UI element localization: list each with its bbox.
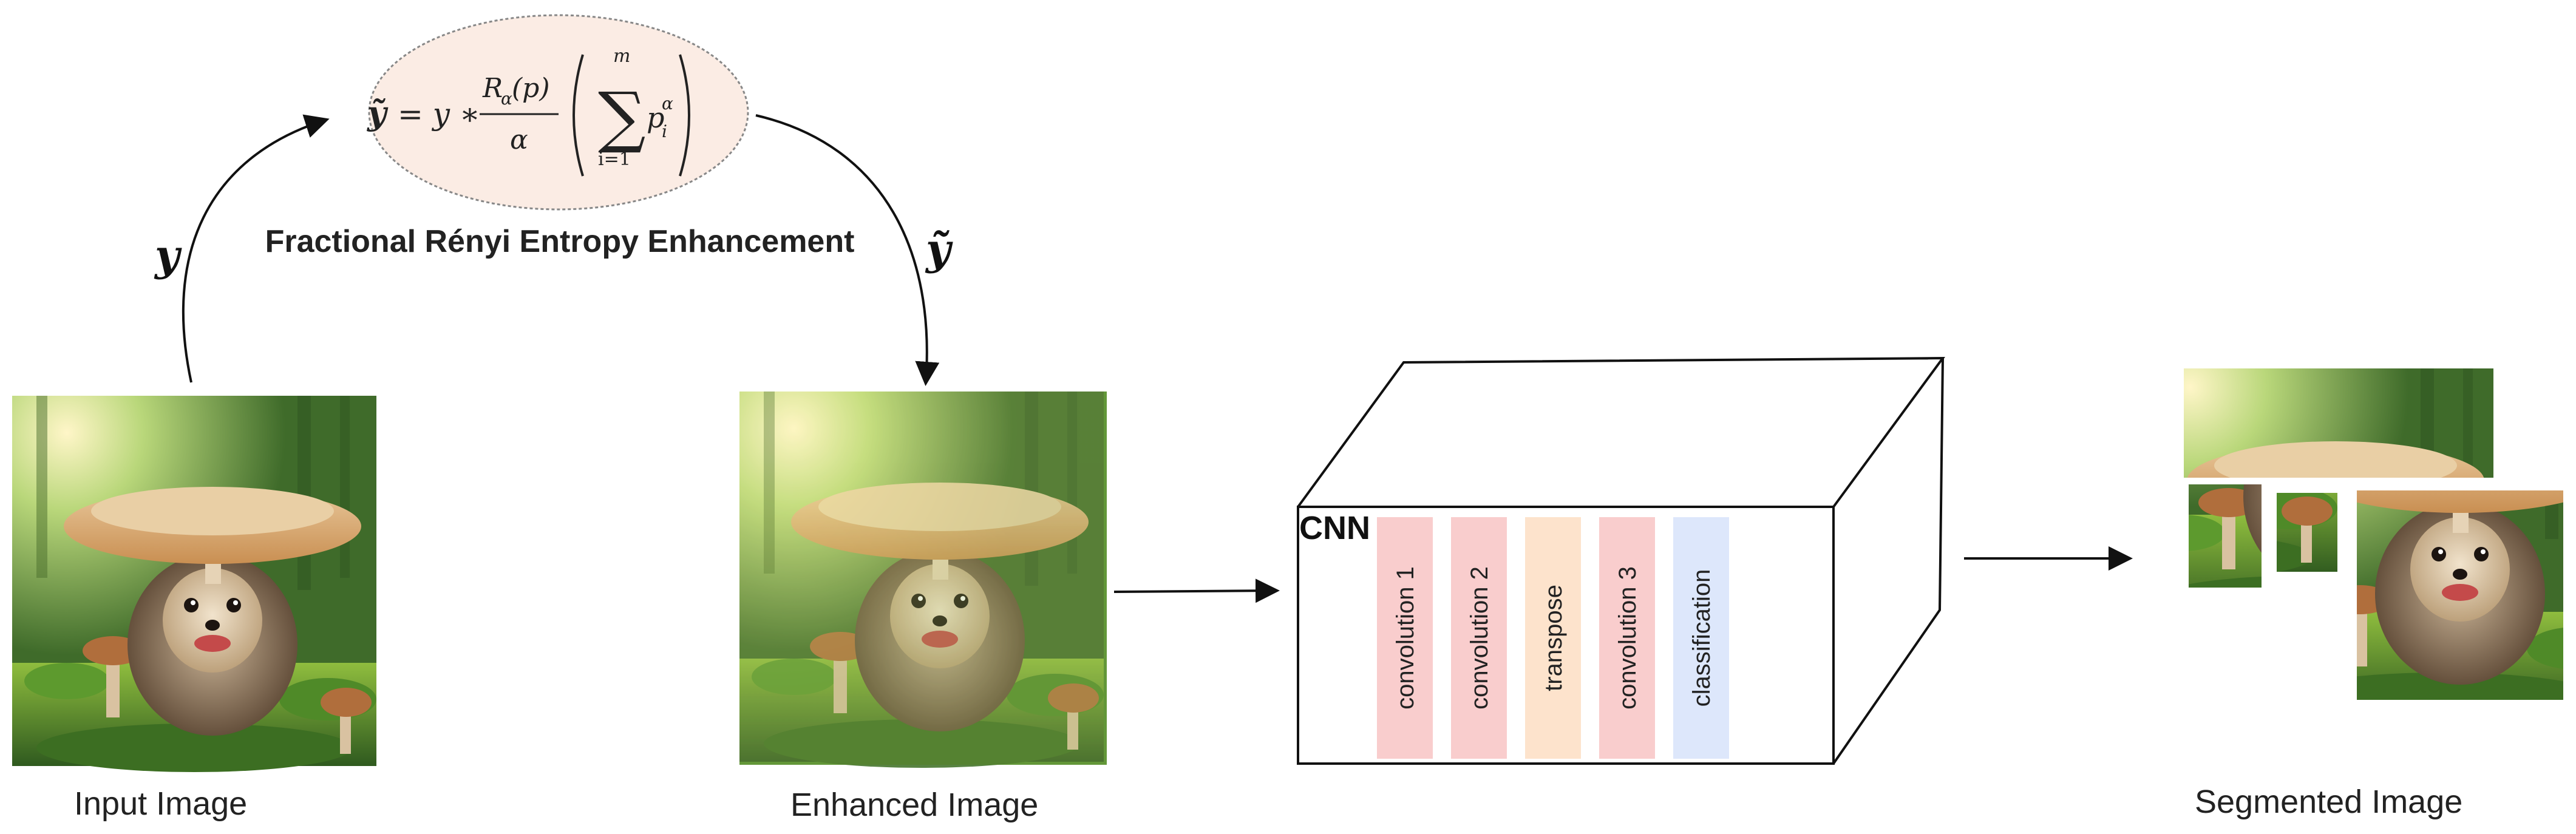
cnn-layer-3: [1525, 517, 1581, 759]
formula-ellipse: [368, 14, 749, 211]
arrow-label-y: y: [154, 230, 182, 280]
segmented-image-caption: Segmented Image: [2195, 784, 2463, 820]
svg-text:ỹ: ỹ: [367, 93, 389, 132]
enhancement-label: Fractional Rényi Entropy Enhancement: [265, 224, 855, 259]
cnn-layer-label-4: convolution 3: [1614, 566, 1641, 710]
cnn-title: CNN: [1299, 510, 1370, 546]
arrow-label-y-tilde: ỹ: [925, 224, 953, 274]
svg-text:α: α: [510, 124, 528, 155]
arrow-formula-to-enhanced: [755, 114, 940, 386]
arrow-input-to-formula: [182, 114, 330, 383]
svg-text:p: p: [647, 101, 664, 134]
cnn-layers: convolution 1 convolution 2 transpose convo…: [1377, 517, 1729, 759]
cnn-layer-label-2: convolution 2: [1466, 566, 1493, 710]
svg-text:i: i: [662, 121, 667, 141]
cnn-layer-5: [1673, 517, 1729, 759]
arrow-enhanced-to-cnn: [1113, 578, 1280, 603]
cnn-layer-label-3: transpose: [1540, 585, 1567, 691]
input-image-caption: Input Image: [74, 785, 248, 822]
svg-text:R: R: [482, 73, 503, 104]
input-image: [12, 396, 376, 772]
cnn-layer-4: [1599, 517, 1655, 759]
cnn-layer-label-1: convolution 1: [1392, 566, 1419, 710]
cnn-layer-2: [1451, 517, 1507, 759]
cnn-layer-label-5: classification: [1688, 569, 1715, 707]
svg-text:α: α: [501, 89, 512, 109]
cnn-layer-1: [1377, 517, 1433, 759]
enhanced-image-caption: Enhanced Image: [790, 787, 1039, 823]
svg-text:m: m: [613, 46, 630, 67]
svg-text:∑: ∑: [598, 78, 646, 155]
svg-text:= y ∗: = y ∗: [398, 97, 480, 132]
enhanced-image: [739, 392, 1107, 768]
svg-text:α: α: [662, 93, 673, 114]
formula: ỹ = y ∗ R α (p) α m ∑ i=1 p i α: [367, 46, 690, 177]
svg-text:(p): (p): [512, 73, 550, 104]
svg-text:i=1: i=1: [598, 149, 631, 170]
